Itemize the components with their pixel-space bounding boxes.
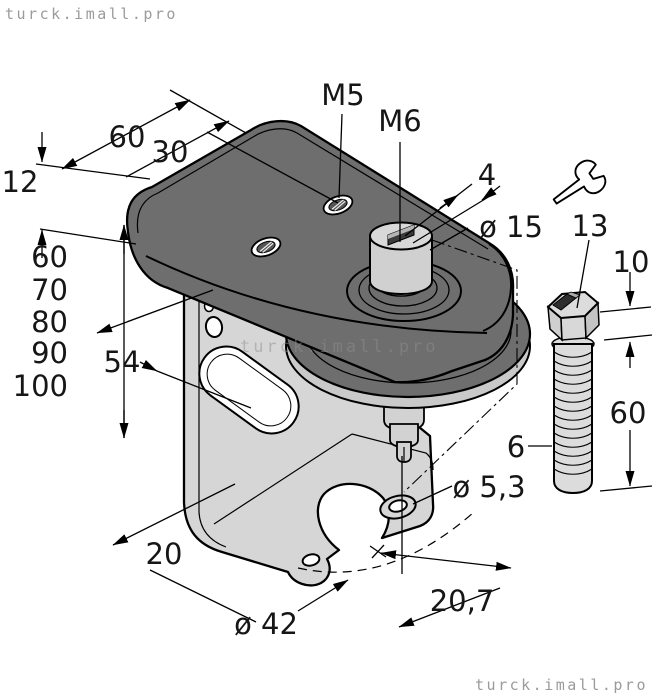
- dimension-labels: 60 30 12 M5 M6 4 ø 15 13 10 60 6 ø 5,3 5…: [2, 78, 650, 641]
- dim-clearance-diameter: ø 42: [234, 607, 298, 641]
- dimension-lines: [35, 89, 653, 628]
- m5-hole-rear: [322, 194, 354, 216]
- dim-collar-diameter: ø 15: [479, 210, 543, 244]
- bracket-hole-small: [204, 316, 224, 338]
- dim-hole-spacing: 20,7: [430, 584, 495, 618]
- watermark-center: turck.imall.pro: [240, 337, 439, 357]
- dim-plate-thickness: 12: [2, 165, 39, 199]
- watermarks: turck.imall.pro turck.imall.pro turck.im…: [5, 5, 648, 694]
- wrench-icon: [552, 159, 607, 205]
- screw-head: [546, 290, 600, 342]
- dim-wrench-size: 13: [572, 209, 609, 243]
- dim-thread-stud: M6: [378, 104, 421, 138]
- dim-bracket-width: 54: [104, 345, 141, 379]
- m6-stud: [369, 221, 433, 296]
- dim-height-90: 90: [31, 336, 68, 370]
- dim-mount-hole-diameter: ø 5,3: [452, 470, 525, 504]
- m5-hole-front: [250, 236, 282, 258]
- dim-base-edge: 20: [146, 537, 183, 571]
- dim-height-70: 70: [31, 273, 68, 307]
- screw: [546, 290, 600, 495]
- bracket-slot: [198, 345, 300, 435]
- dim-plate-length: 60: [109, 120, 146, 154]
- dim-height-80: 80: [31, 305, 68, 339]
- base-hole-left: [301, 553, 321, 567]
- dim-screw-diameter: 6: [507, 430, 525, 464]
- watermark-top-left: turck.imall.pro: [5, 5, 178, 23]
- dim-slot-width: 4: [478, 158, 496, 192]
- dim-hole-offset: 30: [152, 135, 189, 169]
- dim-height-100: 100: [13, 369, 68, 403]
- dim-head-height: 10: [613, 245, 650, 279]
- watermark-bottom-right: turck.imall.pro: [475, 676, 648, 694]
- dim-screw-length: 60: [610, 396, 647, 430]
- screw-thread: [553, 351, 593, 475]
- dim-height-60: 60: [31, 240, 68, 274]
- dim-thread-top: M5: [321, 78, 364, 112]
